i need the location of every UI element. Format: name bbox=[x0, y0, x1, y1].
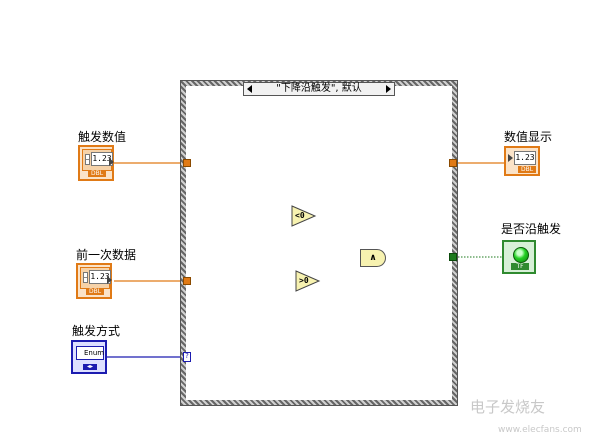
falling-edge-label: 是否沿触发 bbox=[501, 222, 562, 236]
greater-than-zero-outline bbox=[295, 270, 321, 292]
selector-label: "下降沿触发", 默认 bbox=[276, 83, 362, 94]
trigger-value-label: 触发数值 bbox=[78, 130, 127, 144]
less-than-zero-label: <0 bbox=[295, 211, 305, 220]
selector-dropdown-arrow[interactable] bbox=[386, 85, 391, 93]
greater-than-zero-label: >0 bbox=[299, 276, 309, 285]
output-arrow-icon bbox=[109, 158, 114, 166]
case-structure[interactable] bbox=[180, 80, 458, 406]
previous-data-label: 前一次数据 bbox=[76, 248, 137, 262]
enum-display: Enum bbox=[76, 346, 104, 360]
trigger-mode-label: 触发方式 bbox=[72, 324, 121, 338]
increment-decrement-icon bbox=[83, 272, 88, 283]
type-tag: DBL bbox=[86, 288, 104, 295]
input-tunnel-previous-data[interactable] bbox=[183, 277, 191, 285]
enum-type-tag: ◂▸ bbox=[83, 364, 97, 370]
trigger-mode-control[interactable]: Enum ◂▸ bbox=[71, 340, 107, 374]
led-icon bbox=[513, 247, 529, 263]
selector-left-arrow[interactable] bbox=[247, 85, 252, 93]
and-gate-symbol: ∧ bbox=[369, 253, 377, 263]
watermark-url: www.elecfans.com bbox=[498, 425, 582, 435]
increment-decrement-icon bbox=[85, 154, 90, 165]
less-than-zero-outline bbox=[291, 205, 317, 227]
trigger-value-control[interactable]: 1.23 DBL bbox=[78, 145, 114, 181]
selector-terminal-glyph: ? bbox=[185, 352, 189, 360]
input-arrow-icon bbox=[508, 154, 513, 162]
numeric-display: 1.23 bbox=[91, 152, 113, 166]
and-gate-node[interactable]: ∧ bbox=[360, 249, 386, 267]
output-tunnel-boolean[interactable] bbox=[449, 253, 457, 261]
falling-edge-indicator[interactable]: TF bbox=[502, 240, 536, 274]
output-arrow-icon bbox=[107, 276, 112, 284]
case-selector[interactable]: "下降沿触发", 默认 bbox=[243, 82, 395, 96]
value-display-label: 数值显示 bbox=[504, 130, 553, 144]
type-tag: DBL bbox=[88, 170, 106, 177]
type-tag: TF bbox=[511, 263, 529, 270]
output-tunnel-value[interactable] bbox=[449, 159, 457, 167]
type-tag: DBL bbox=[518, 166, 536, 173]
numeric-display: 1.23 bbox=[514, 151, 536, 165]
watermark-logo: 电子发烧友 bbox=[470, 398, 546, 416]
value-display-indicator[interactable]: 1.23 DBL bbox=[504, 146, 540, 176]
case-selector-terminal[interactable]: ? bbox=[183, 352, 191, 362]
previous-data-control[interactable]: 1.23 DBL bbox=[76, 263, 112, 299]
input-tunnel-trigger-value[interactable] bbox=[183, 159, 191, 167]
